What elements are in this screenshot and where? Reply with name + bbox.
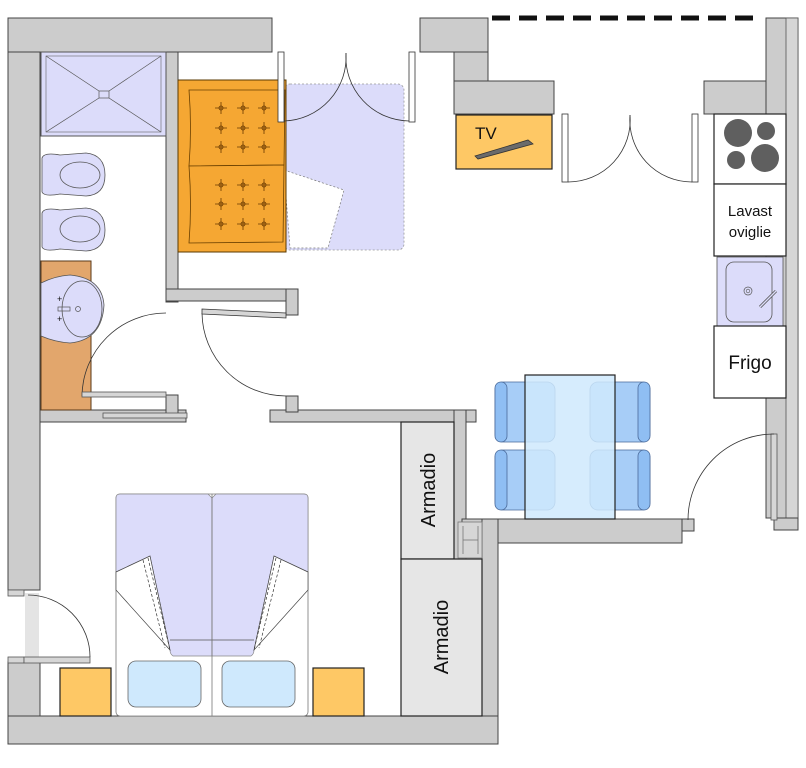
svg-text:+: + xyxy=(57,314,62,324)
wall-tv-step-b xyxy=(453,80,555,115)
sofa-tuft xyxy=(240,144,246,150)
dishwasher: Lavast oviglie xyxy=(713,183,787,257)
sofa-button-tufts xyxy=(215,102,270,230)
door-swing-icon[interactable] xyxy=(7,589,91,664)
sofa-tuft xyxy=(237,122,249,134)
wall-top-middle xyxy=(419,17,489,53)
wall-bathroom-partition xyxy=(165,51,179,303)
wardrobe-bottom: Armadio xyxy=(400,558,483,717)
sofa-tuft xyxy=(237,179,249,191)
wardrobe-bottom-label: Armadio xyxy=(431,600,453,674)
dining-table-icon xyxy=(524,374,616,520)
tv-label: TV xyxy=(475,124,497,143)
nightstand-right xyxy=(312,667,365,717)
bathroom: + + xyxy=(40,51,167,411)
sofa-tuft xyxy=(240,221,246,227)
sofa-tuft xyxy=(240,182,246,188)
double-bed-icon xyxy=(115,493,309,717)
sofa-tuft xyxy=(261,221,267,227)
sofa-tuft xyxy=(218,144,224,150)
door-swing-icon[interactable] xyxy=(561,113,699,183)
wall-under-sofa-jamb xyxy=(285,288,299,316)
pillow xyxy=(221,660,296,708)
sofa-tuft xyxy=(218,105,224,111)
wall-entry-jamb-left xyxy=(681,518,695,532)
dishwasher-label-line2: oviglie xyxy=(729,224,772,241)
wall-corridor-jamb xyxy=(285,395,299,413)
sofa-tuft xyxy=(258,179,270,191)
fridge: Frigo xyxy=(713,325,787,399)
sofa-tuft xyxy=(218,182,224,188)
wall-right-inner-strip xyxy=(785,17,799,519)
sofa-bed-icon xyxy=(177,79,405,253)
sofa-tuft xyxy=(240,105,246,111)
column-post xyxy=(457,521,483,559)
tv-icon: TV xyxy=(455,114,553,170)
sofa-tuft xyxy=(215,122,227,134)
sofa-tuft xyxy=(218,221,224,227)
toilet-icon xyxy=(41,152,106,197)
hob-icon xyxy=(713,113,787,185)
fridge-label: Frigo xyxy=(728,353,771,374)
pillow xyxy=(127,660,202,708)
sofa-tuft xyxy=(218,201,224,207)
sofa-tuft xyxy=(258,218,270,230)
dining xyxy=(494,374,651,520)
kitchen: Lavast oviglie Frigo xyxy=(713,113,787,399)
sofa-tuft xyxy=(215,218,227,230)
sofa-tuft xyxy=(258,141,270,153)
kitchen-sink-icon xyxy=(716,256,784,327)
wall-entry-jamb-right xyxy=(773,517,799,531)
svg-text:+: + xyxy=(57,294,62,304)
wall-bedroom-right xyxy=(481,518,499,745)
washbasin-icon: + + xyxy=(40,260,105,411)
door-swing-icon[interactable] xyxy=(687,433,778,521)
wardrobe-top-label: Armadio xyxy=(418,453,440,527)
wall-under-sofa xyxy=(165,288,299,302)
wall-top-bathroom xyxy=(7,17,273,53)
door-swing-icon[interactable] xyxy=(81,312,188,419)
sofa-tuft xyxy=(215,141,227,153)
sofa-tuft xyxy=(218,125,224,131)
sofa-tuft xyxy=(258,102,270,114)
sofa-tuft xyxy=(261,125,267,131)
sofa-tuft xyxy=(215,102,227,114)
wall-kitchen-top xyxy=(703,80,767,115)
sofa-tuft xyxy=(215,198,227,210)
sofa-tuft xyxy=(240,201,246,207)
sofa-tuft xyxy=(261,182,267,188)
sofa-tuft xyxy=(240,125,246,131)
wardrobe-top: Armadio xyxy=(400,421,455,560)
sofa-tuft xyxy=(237,102,249,114)
door-swing-icon[interactable] xyxy=(277,51,416,123)
wall-left-upper xyxy=(7,17,41,591)
bidet-icon xyxy=(41,207,106,252)
wall-bottom xyxy=(7,715,499,745)
sofa-tuft xyxy=(237,141,249,153)
shower-tray-icon xyxy=(40,51,167,137)
sofa-tuft xyxy=(215,179,227,191)
sofa-tuft xyxy=(237,198,249,210)
sofa-tuft xyxy=(261,105,267,111)
wall-corridor xyxy=(269,409,477,423)
sofa-tuft xyxy=(258,122,270,134)
door-swing-icon[interactable] xyxy=(201,308,287,397)
dishwasher-label-line1: Lavast xyxy=(728,203,773,220)
sofa-tuft xyxy=(261,201,267,207)
sofa-tuft xyxy=(258,198,270,210)
wall-kitchen-bottom xyxy=(481,518,683,544)
sofa-tuft xyxy=(261,144,267,150)
nightstand-left xyxy=(59,667,112,717)
sofa-tuft xyxy=(237,218,249,230)
